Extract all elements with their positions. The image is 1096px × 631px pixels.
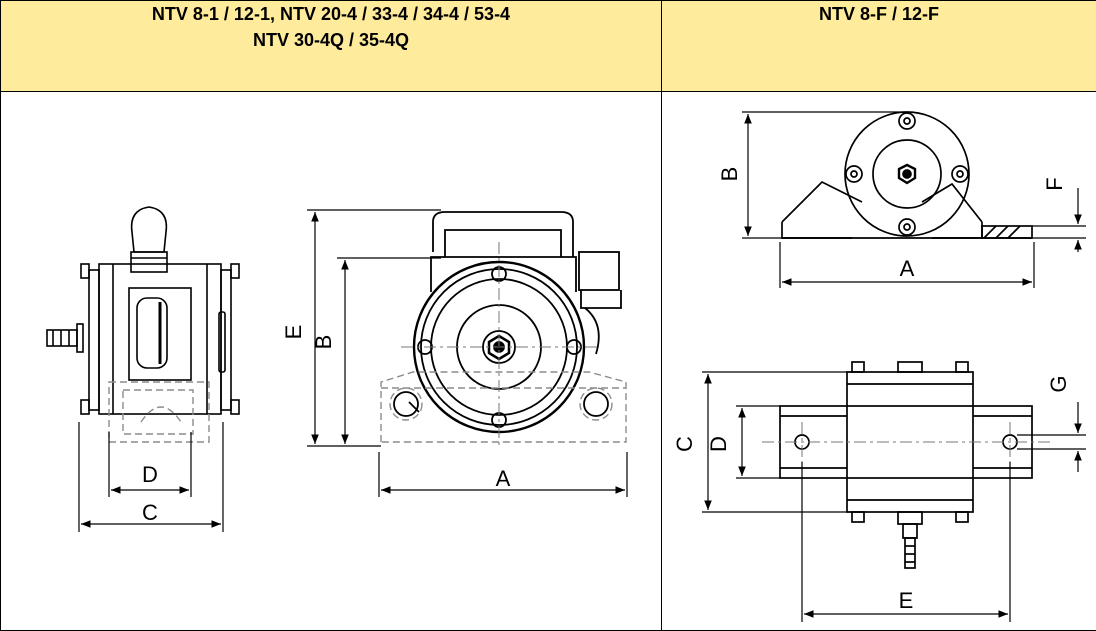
- right-technical-drawing: B F A: [672, 111, 1086, 622]
- side-view-bracket: [108, 381, 210, 443]
- flange-top-dimensions: [702, 371, 1086, 622]
- dim-b-label: B: [311, 335, 336, 350]
- dim-d-label: D: [142, 462, 158, 487]
- dim-g-label: G: [1046, 375, 1071, 392]
- front-view-dimensions: [307, 209, 628, 497]
- header-left: NTV 8-1 / 12-1, NTV 20-4 / 33-4 / 34-4 /…: [0, 0, 662, 92]
- front-view-centerlines: [401, 242, 601, 447]
- side-view-dimensions: [78, 422, 224, 532]
- flange-top-view: [779, 361, 1033, 569]
- dim-f-label: F: [1042, 177, 1067, 190]
- dim-c-label-right: C: [672, 436, 697, 452]
- dim-a-label-right: A: [900, 256, 915, 281]
- top-view-centerlines: [762, 422, 1052, 462]
- right-drawing-cell: B F A: [661, 91, 1096, 631]
- left-drawing-cell: D C: [0, 91, 662, 631]
- dim-a-label: A: [496, 466, 511, 491]
- flange-front-dimensions: [742, 111, 1086, 288]
- dim-b-label-right: B: [717, 167, 742, 182]
- dim-e-label: E: [281, 325, 306, 340]
- header-right: NTV 8-F / 12-F: [661, 0, 1096, 92]
- dim-c-label: C: [142, 500, 158, 525]
- dim-d-label-right: D: [706, 436, 731, 452]
- side-view: [46, 206, 240, 415]
- header-left-line1: NTV 8-1 / 12-1, NTV 20-4 / 33-4 / 34-4 /…: [151, 4, 511, 24]
- flange-front-view: [781, 111, 1033, 239]
- dim-e-label-right: E: [899, 588, 914, 613]
- header-left-line2: NTV 30-4Q / 35-4Q: [252, 30, 410, 50]
- front-view-bracket: [380, 371, 627, 443]
- front-view: [393, 211, 622, 434]
- left-technical-drawing: D C: [46, 206, 628, 532]
